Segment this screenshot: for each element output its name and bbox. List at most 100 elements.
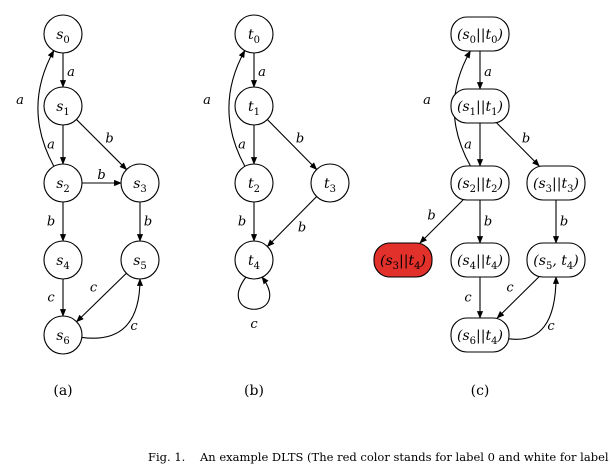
state-s6-label: s6​	[56, 328, 70, 347]
state-s1: s1​	[43, 86, 83, 126]
state-t2-shape	[234, 163, 274, 203]
state-s1-shape	[43, 86, 83, 126]
edge-label-t2-t0: a	[203, 93, 211, 108]
edge-t1-t3	[266, 119, 318, 171]
edge-label-s0-s1: a	[67, 65, 75, 80]
state-s3-shape	[120, 163, 160, 203]
state-s0: s0​	[43, 14, 83, 54]
edge-label-t0-t1: a	[258, 65, 266, 80]
state-s4: s4​	[43, 240, 83, 280]
edge-c5-c6	[496, 276, 540, 319]
edge-label-c4-c6: c	[464, 291, 472, 306]
edge-label-t2-t4: b	[238, 215, 246, 230]
state-s3: s3​	[120, 163, 160, 203]
edge-label-s5-s6: c	[90, 281, 98, 296]
state-t0: t0​	[234, 14, 274, 54]
state-s4-shape	[43, 240, 83, 280]
state-s5-label: s5​	[133, 253, 147, 272]
state-c5-shape	[526, 242, 586, 278]
state-s3-label: s3​	[133, 176, 147, 195]
edge-t3-t4	[266, 196, 318, 248]
edge-label-c5-c6: c	[506, 281, 514, 296]
state-s2: s2​	[43, 163, 83, 203]
edge-c6-c5	[508, 276, 560, 340]
state-s0-shape	[43, 14, 83, 54]
edge-label-c2-c4: b	[484, 215, 492, 230]
state-c0-label: (s0​||t0​)	[457, 27, 503, 46]
state-c6: (s6​||t4​)	[450, 317, 510, 353]
edge-t4-t4	[237, 276, 271, 310]
figure-caption: An example DLTS (The red color stands fo…	[199, 450, 610, 464]
edge-label-s1-s2: a	[47, 138, 55, 153]
state-t2: t2​	[234, 163, 274, 203]
edge-label-c2-cr: b	[427, 209, 435, 224]
edge-label-c1-c2: a	[464, 138, 472, 153]
edge-label-s3-s5: b	[144, 215, 152, 230]
edge-label-s6-s5: c	[130, 319, 138, 334]
panel-b-label: (b)	[244, 383, 264, 399]
state-t4: t4​	[234, 240, 274, 280]
panel-c-label: (c)	[471, 383, 490, 399]
edge-label-c6-c5: c	[547, 319, 555, 334]
figure-number: Fig. 1.	[148, 450, 185, 464]
state-s1-label: s1​	[56, 99, 70, 118]
state-t0-shape	[234, 14, 274, 54]
edge-s2-s0	[37, 49, 55, 167]
state-c1: (s1​||t1​)	[450, 88, 510, 124]
edge-label-t4-t4: c	[250, 317, 258, 332]
state-s2-shape	[43, 163, 83, 203]
state-t3-label: t3​	[324, 176, 336, 195]
state-t0-label: t0​	[248, 27, 260, 46]
state-t1-shape	[234, 86, 274, 126]
edge-label-c0-c1: a	[484, 65, 492, 80]
state-s4-label: s4​	[56, 253, 70, 272]
state-c3-label: (s3​||t3​)	[533, 176, 579, 195]
state-c4: (s4​||t4​)	[450, 242, 510, 278]
state-c5: (s5​, t4​)	[526, 242, 586, 278]
state-c1-shape	[450, 88, 510, 124]
state-t3: t3​	[310, 163, 350, 203]
edge-label-s4-s6: c	[47, 291, 55, 306]
state-cr: (s3​||t4​)	[373, 242, 433, 278]
state-c2: (s2​||t2​)	[450, 165, 510, 201]
edge-label-t1-t2: a	[238, 138, 246, 153]
edge-s5-s6	[76, 272, 127, 323]
edge-label-t3-t4: b	[298, 221, 306, 236]
edge-c1-c3	[496, 122, 540, 167]
edge-label-t1-t3: b	[296, 132, 304, 147]
state-t2-label: t2​	[248, 176, 260, 195]
state-c4-label: (s4​||t4​)	[457, 253, 503, 272]
edge-label-c3-c5: b	[560, 215, 568, 230]
state-t3-shape	[310, 163, 350, 203]
state-s5: s5​	[120, 240, 160, 280]
state-c4-shape	[450, 242, 510, 278]
state-cr-shape	[373, 242, 433, 278]
state-c3: (s3​||t3​)	[526, 165, 586, 201]
edge-label-s2-s3: b	[97, 168, 105, 183]
edge-label-s1-s3: b	[105, 132, 113, 147]
state-c2-label: (s2​||t2​)	[457, 176, 503, 195]
edge-s1-s3	[76, 119, 128, 171]
edge-t2-t0	[228, 49, 246, 167]
state-s0-label: s0​	[56, 27, 70, 46]
state-c6-label: (s6​||t4​)	[457, 328, 503, 347]
state-s6: s6​	[43, 315, 83, 355]
state-t1-label: t1​	[248, 99, 260, 118]
state-c0-shape	[450, 16, 510, 52]
panel-a-label: (a)	[53, 383, 72, 399]
edge-label-s2-s4: b	[47, 215, 55, 230]
state-c1-label: (s1​||t1​)	[457, 99, 503, 118]
edge-label-s2-s0: a	[16, 93, 24, 108]
state-t4-label: t4​	[248, 253, 260, 272]
state-t4-shape	[234, 240, 274, 280]
state-cr-label: (s3​||t4​)	[380, 253, 426, 272]
state-s5-shape	[120, 240, 160, 280]
state-c2-shape	[450, 165, 510, 201]
edge-label-c1-c3: b	[522, 132, 530, 147]
state-c3-shape	[526, 165, 586, 201]
state-t1: t1​	[234, 86, 274, 126]
state-s2-label: s2​	[56, 176, 70, 195]
edge-label-c2-c0: a	[423, 93, 431, 108]
state-s6-shape	[43, 315, 83, 355]
